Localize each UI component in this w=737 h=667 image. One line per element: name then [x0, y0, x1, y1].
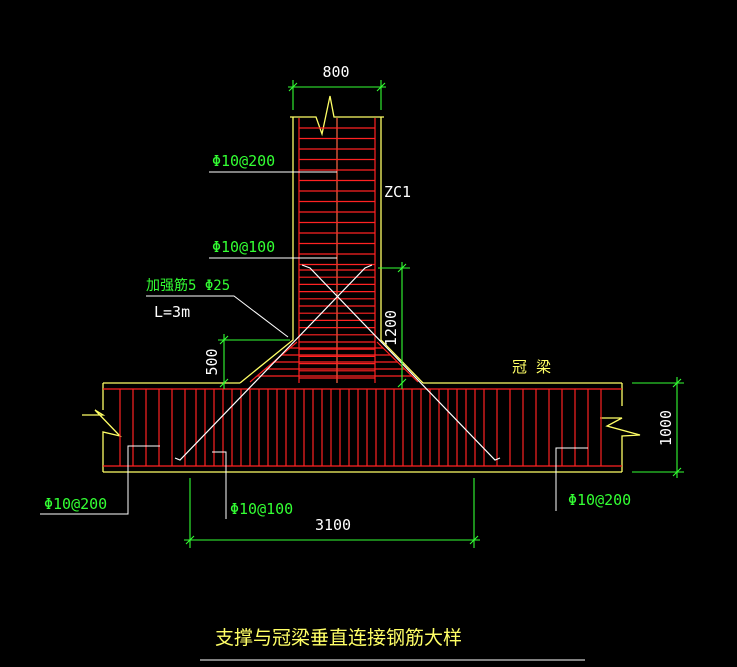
leader-lines — [40, 171, 588, 519]
label-beam-right-stirrup: Φ10@200 — [568, 491, 631, 509]
label-column-stirrup: Φ10@200 — [212, 152, 275, 170]
dimension-lines — [184, 80, 684, 548]
column-outline — [239, 117, 424, 384]
beam-outline — [102, 382, 623, 473]
dim-1000: 1000 — [657, 410, 675, 446]
break-line-icon — [600, 417, 641, 446]
break-line-icon — [82, 409, 122, 438]
break-line-icon — [290, 95, 384, 137]
reinforcement — [103, 118, 622, 467]
strengthening-bar-right — [174, 264, 373, 461]
concrete-outline — [102, 95, 623, 473]
label-strengthening-bar: 加强筋5 Φ25 — [146, 277, 230, 294]
label-beam-middle-stirrup: Φ10@100 — [230, 500, 293, 518]
dim-3100: 3100 — [315, 516, 351, 534]
dim-500: 500 — [203, 348, 221, 375]
label-column-dense-stirrup: Φ10@100 — [212, 238, 275, 256]
label-beam-name: 冠 梁 — [512, 358, 551, 376]
dim-800: 800 — [322, 63, 349, 81]
drawing-title: 支撑与冠梁垂直连接钢筋大样 — [215, 627, 462, 649]
dim-1200: 1200 — [382, 310, 400, 346]
label-column-name: ZC1 — [384, 183, 411, 201]
label-strengthening-length: L=3m — [154, 303, 190, 321]
label-beam-left-stirrup: Φ10@200 — [44, 495, 107, 513]
